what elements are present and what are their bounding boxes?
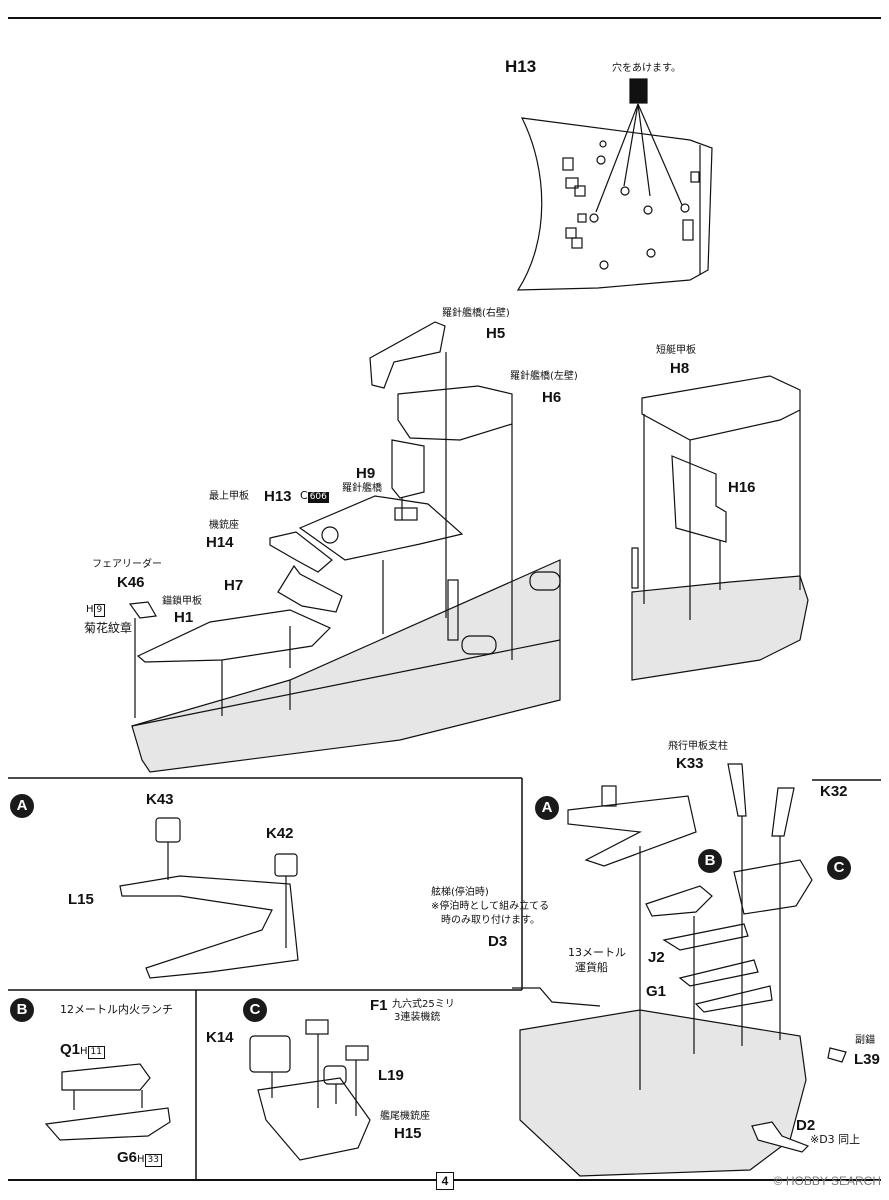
boat-note-2: 運貨船	[575, 961, 608, 974]
d3-note-2: ※停泊時として組み立てる	[431, 901, 550, 912]
f1-label: F1	[370, 997, 388, 1014]
panel-a-badge: A	[10, 794, 34, 818]
h13-ref-letter: C	[300, 489, 308, 502]
watermark: © HOBBY SEARCH	[773, 1174, 881, 1188]
d3-note-3: 時のみ取り付けます。	[441, 915, 540, 926]
d3-note-1: 舷梯(停泊時)	[431, 887, 489, 898]
l39-note: 副錨	[855, 1035, 875, 1046]
right-a-badge: A	[535, 796, 559, 820]
h15-note: 艦尾機銃座	[380, 1111, 430, 1122]
l15-label: L15	[68, 891, 94, 908]
h14-label: H14	[206, 534, 234, 551]
k42-label: K42	[266, 825, 294, 842]
g6-label: G6	[117, 1149, 138, 1166]
h8-note: 短艇甲板	[656, 345, 696, 356]
k43-label: K43	[146, 791, 174, 808]
h1-label: H1	[174, 609, 194, 626]
h9-note: 羅針艦橋	[342, 483, 382, 494]
k32-label: K32	[820, 783, 848, 800]
h1-note: 錨鎖甲板	[162, 596, 202, 607]
g1-label: G1	[646, 983, 667, 1000]
chrysanthemum-note: 菊花紋章	[84, 621, 133, 635]
panel-c-badge: C	[243, 998, 267, 1022]
g6-ref-number: 33	[144, 1154, 162, 1167]
panel-b-title: 12メートル内火ランチ	[60, 1003, 173, 1016]
k46-label: K46	[117, 574, 145, 591]
boat-note-1: 13メートル	[568, 946, 626, 959]
j2-label: J2	[648, 949, 665, 966]
page-number: 4	[436, 1172, 454, 1190]
h5-label: H5	[486, 325, 506, 342]
h15-label: H15	[394, 1125, 422, 1142]
chrysanthemum-ref-letter: H	[86, 604, 94, 615]
d3-label: D3	[488, 933, 508, 950]
panel-b-badge: B	[10, 998, 34, 1022]
f1-note-1: 九六式25ミリ	[392, 999, 455, 1010]
q1-ref-letter: H	[80, 1046, 88, 1057]
h13-note: 最上甲板	[209, 491, 249, 502]
h9-label: H9	[356, 465, 376, 482]
d2-note: ※D3 同上	[810, 1133, 861, 1146]
k33-note: 飛行甲板支柱	[668, 741, 728, 752]
h16-label: H16	[728, 479, 756, 496]
h13-detail-title: H13	[505, 57, 537, 76]
h13-ref-number: 606	[307, 492, 329, 503]
right-b-badge: B	[698, 849, 722, 873]
f1-note-2: 3連装機銃	[394, 1012, 441, 1023]
l19-label: L19	[378, 1067, 404, 1084]
k14-label: K14	[206, 1029, 234, 1046]
h6-label: H6	[542, 389, 562, 406]
d2-label: D2	[796, 1117, 816, 1134]
h8-label: H8	[670, 360, 690, 377]
k33-label: K33	[676, 755, 704, 772]
right-c-badge: C	[827, 856, 851, 880]
q1-label: Q1	[60, 1041, 81, 1058]
drill-note: 穴をあけます。	[612, 63, 681, 74]
h14-note: 機銃座	[209, 520, 239, 531]
k46-note: フェアリーダー	[92, 559, 162, 570]
h5-note: 羅針艦橋(右壁)	[442, 308, 510, 319]
h13-label: H13	[264, 488, 292, 505]
q1-ref-number: 11	[87, 1046, 105, 1059]
g6-ref-letter: H	[137, 1154, 145, 1165]
h6-note: 羅針艦橋(左壁)	[510, 371, 578, 382]
h7-label: H7	[224, 577, 244, 594]
chrysanthemum-ref-number: 9	[93, 604, 106, 617]
l39-label: L39	[854, 1051, 880, 1068]
